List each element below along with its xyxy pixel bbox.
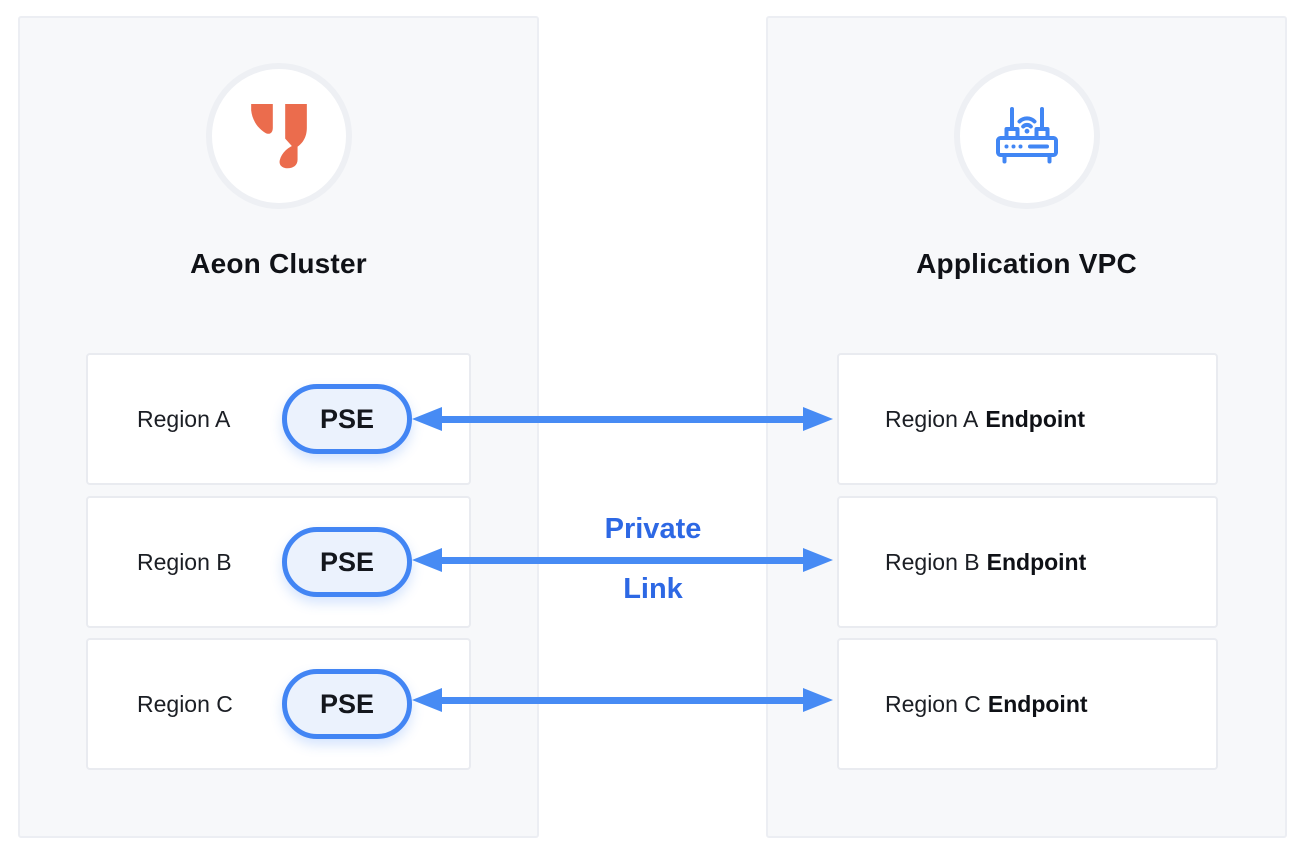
yugabyte-logo-icon xyxy=(250,104,307,169)
arrow-shaft xyxy=(438,556,807,564)
endpoint-region-text: Region A xyxy=(885,405,979,432)
arrow-shaft xyxy=(438,415,807,423)
private-link-arrow-b xyxy=(412,548,833,572)
endpoint-region-text: Region B xyxy=(885,548,980,575)
cluster-region-row-b: Region B PSE xyxy=(86,496,471,628)
cluster-region-row-c: Region C PSE xyxy=(86,638,471,770)
endpoint-suffix-text: Endpoint xyxy=(985,405,1085,432)
pse-badge: PSE xyxy=(282,527,412,597)
arrow-left-head-icon xyxy=(412,548,442,572)
cluster-region-row-a: Region A PSE xyxy=(86,353,471,485)
region-label: Region A xyxy=(137,405,231,432)
vpc-icon-circle xyxy=(953,63,1100,209)
pse-badge: PSE xyxy=(282,669,412,739)
endpoint-suffix-text: Endpoint xyxy=(987,690,1088,717)
private-link-arrow-a xyxy=(412,407,833,431)
arrow-left-head-icon xyxy=(412,407,442,431)
endpoint-region-text: Region C xyxy=(885,690,981,717)
router-icon xyxy=(995,107,1058,164)
cluster-icon-circle xyxy=(205,63,352,209)
region-label: Region C xyxy=(137,690,233,717)
arrow-right-head-icon xyxy=(803,688,833,712)
endpoint-suffix-text: Endpoint xyxy=(986,548,1087,575)
private-link-arrow-c xyxy=(412,688,833,712)
arrow-right-head-icon xyxy=(803,548,833,572)
cluster-panel-title: Aeon Cluster xyxy=(190,248,367,279)
private-link-label-line1: Private xyxy=(604,513,702,545)
aeon-cluster-panel: Aeon Cluster Region A PSE Region B PSE R… xyxy=(18,16,539,838)
private-link-label-line2: Link xyxy=(623,573,683,605)
pse-badge: PSE xyxy=(282,384,412,454)
arrow-shaft xyxy=(438,696,807,704)
vpc-panel-title: Application VPC xyxy=(916,248,1137,279)
arrow-right-head-icon xyxy=(803,407,833,431)
arrow-left-head-icon xyxy=(412,688,442,712)
region-label: Region B xyxy=(137,548,232,575)
